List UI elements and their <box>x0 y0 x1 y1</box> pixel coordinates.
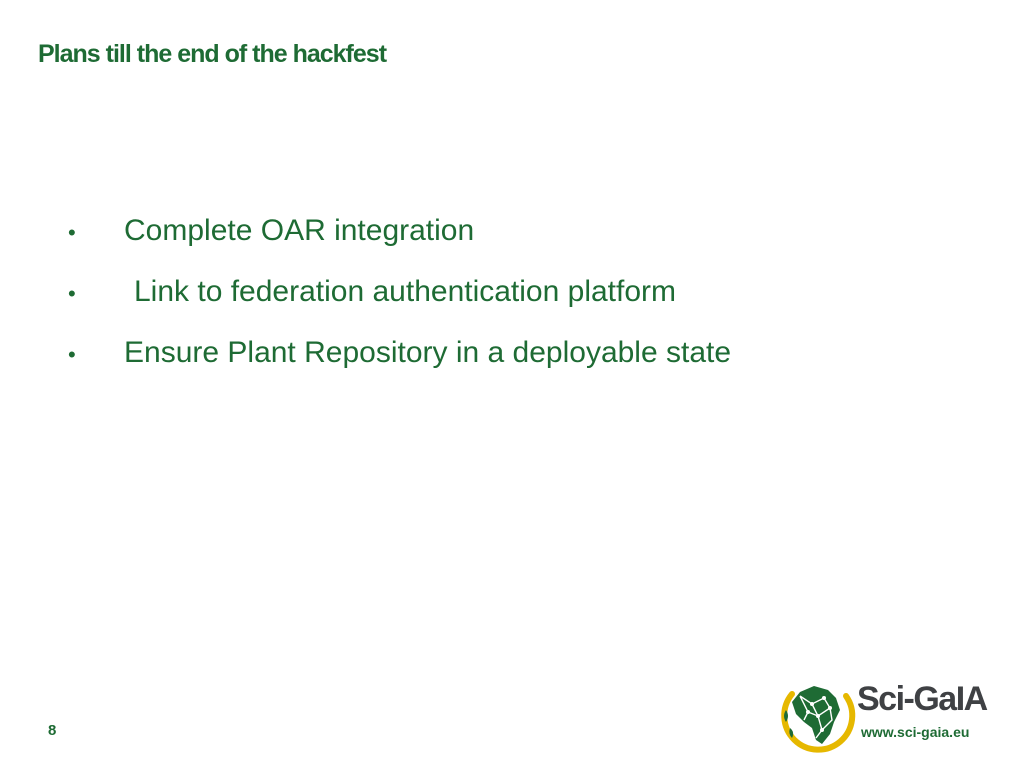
bullet-text: Complete OAR integration <box>124 214 475 247</box>
bullet-marker: • <box>68 281 76 306</box>
africa-globe-icon <box>781 686 856 753</box>
logo-name: Sci-GaIA <box>857 680 988 718</box>
bullet-marker: • <box>68 220 76 245</box>
sci-gaia-logo: Sci-GaIA www.sci-gaia.eu <box>778 674 1008 758</box>
bullet-item: • Complete OAR integration <box>68 214 731 275</box>
bullet-marker: • <box>68 342 76 367</box>
bullet-item: • Ensure Plant Repository in a deployabl… <box>68 336 731 397</box>
bullet-list: • Complete OAR integration • Link to fed… <box>68 214 731 397</box>
slide-title: Plans till the end of the hackfest <box>38 40 387 68</box>
bullet-text: Ensure Plant Repository in a deployable … <box>124 336 732 369</box>
bullet-item: • Link to federation authentication plat… <box>68 275 731 336</box>
page-number: 8 <box>48 722 57 739</box>
bullet-text: Link to federation authentication platfo… <box>134 275 677 308</box>
logo-url: www.sci-gaia.eu <box>861 724 970 740</box>
